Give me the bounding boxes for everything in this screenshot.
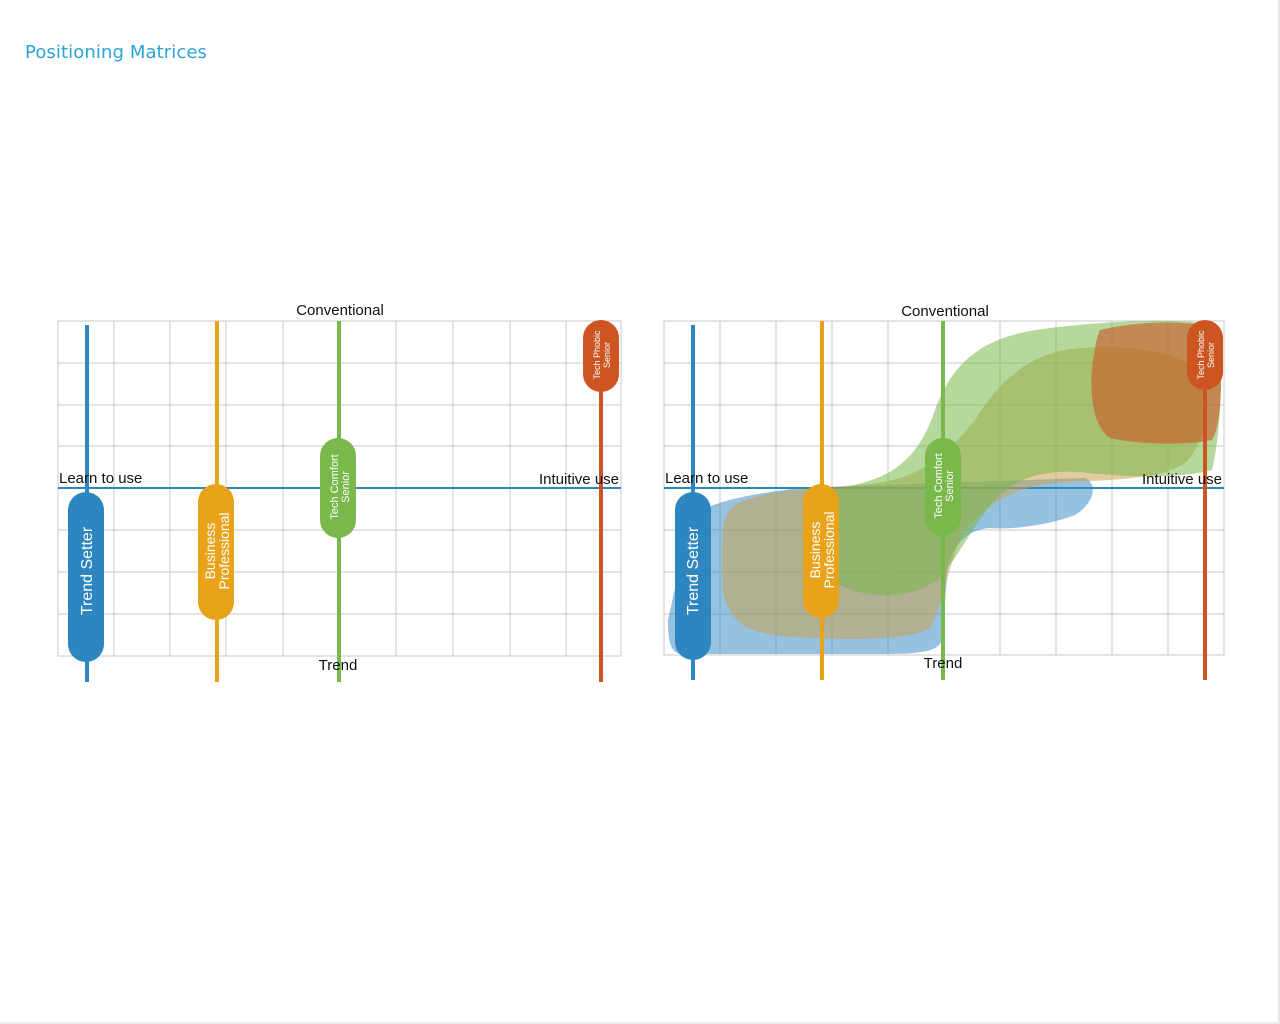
matrix-right: Trend Setter Business Professional Tech … [663,303,1225,680]
page-edge-bottom [0,1022,1280,1024]
matrix-left: Trend Setter Business Professional Tech … [57,302,622,682]
trend-setter-pill [68,492,104,662]
axis-label-trend: Trend [319,657,358,674]
tech-comfort-senior-label-line1: Tech Comfort [933,453,945,518]
business-professional-pill [198,484,234,620]
axis-label-trend: Trend [924,655,963,672]
trend-setter-label: Trend Setter [79,526,96,615]
tech-phobic-senior-label-line1: Tech Phobic [592,330,602,380]
trend-setter-pill [675,492,711,660]
tech-phobic-senior-pill [1187,320,1223,390]
tech-phobic-senior-label-line2: Senior [1206,342,1216,368]
tech-phobic-senior-label-line2: Senior [602,342,612,368]
page-edge-right [1278,0,1280,1024]
axis-label-intuitive-use: Intuitive use [539,471,619,488]
axis-label-conventional: Conventional [296,302,384,319]
tech-comfort-senior-label-line2: Senior [340,471,352,503]
trend-setter-label: Trend Setter [685,526,702,615]
business-professional-pill [803,484,839,618]
business-professional-label-line1: Business [807,522,823,579]
page-title: Positioning Matrices [25,42,208,63]
tech-comfort-senior-label-line1: Tech Comfort [329,454,341,519]
tech-comfort-senior-label-line2: Senior [944,470,956,502]
tech-comfort-senior-pill [320,438,356,538]
tech-phobic-senior-pill [583,320,619,392]
axis-label-learn-to-use: Learn to use [59,470,142,487]
business-professional-label-line2: Professional [821,511,837,588]
business-professional-label-line1: Business [202,523,218,580]
axis-label-learn-to-use: Learn to use [665,470,748,487]
business-professional-label-line2: Professional [216,512,232,589]
axis-label-intuitive-use: Intuitive use [1142,471,1222,488]
tech-comfort-senior-pill [925,438,961,536]
axis-label-conventional: Conventional [901,303,989,320]
tech-phobic-senior-label-line1: Tech Phobic [1196,330,1206,380]
